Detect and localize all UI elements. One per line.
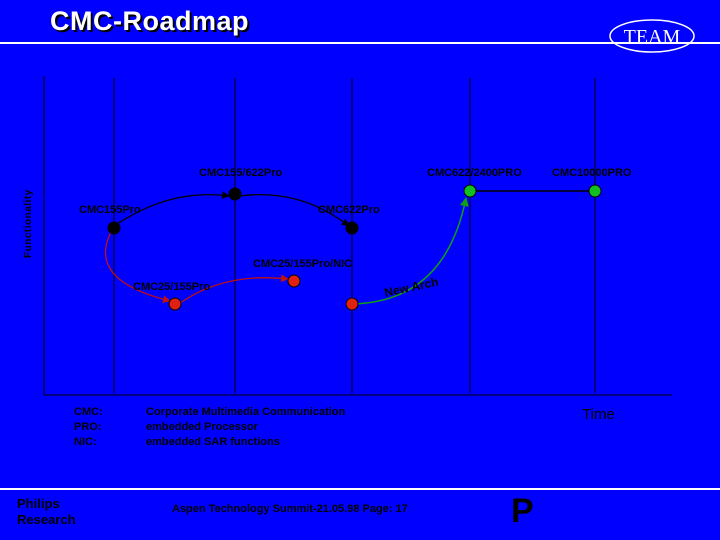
node-cmc10000pro (588, 184, 602, 198)
legend-definition: embedded SAR functions (146, 436, 280, 448)
team-logo: TEAM (609, 19, 695, 53)
page-title: CMC-Roadmap (50, 6, 249, 36)
legend-definition: Corporate Multimedia Communication (146, 406, 346, 418)
label-cmc10000pro: CMC10000PRO (552, 167, 632, 179)
legend-term: CMC: (74, 406, 103, 418)
x-axis-label: Time (582, 406, 615, 423)
svg-text:TEAM: TEAM (624, 26, 681, 48)
label-cmc25-155pro: CMC25/155Pro (133, 281, 211, 293)
arrow-cmc155-to-cmc25 (104, 229, 171, 304)
label-cmc25-155pro-nic: CMC25/155Pro/NIC (253, 258, 353, 270)
node-new-arch-start (345, 297, 359, 311)
node-cmc155-622pro (228, 187, 242, 201)
label-cmc622-2400pro: CMC622/2400PRO (427, 167, 522, 179)
arrow-new-arch (351, 197, 469, 305)
node-cmc155pro (107, 221, 121, 235)
legend-definitions: Corporate Multimedia Communication embed… (146, 405, 345, 450)
org-line-2: Research (17, 512, 76, 527)
legend-terms: CMC: PRO: NIC: (74, 405, 103, 450)
legend-definition: embedded Processor (146, 421, 258, 433)
event-footer: Aspen Technology Summit-21.05.98 Page: 1… (172, 503, 408, 515)
label-cmc622pro: CMC622Pro (318, 204, 380, 216)
org-name: Philips Research (17, 496, 76, 528)
node-cmc622-2400pro (463, 184, 477, 198)
node-cmc25-155pro (168, 297, 182, 311)
philips-p-mark: P (511, 492, 534, 530)
arrow-cmc155-622-to-cmc622 (238, 193, 350, 227)
label-cmc155pro: CMC155Pro (79, 204, 141, 216)
arrow-cmc25-to-nic (179, 274, 289, 304)
footer-divider (0, 488, 720, 490)
node-cmc622pro (345, 221, 359, 235)
org-line-1: Philips (17, 496, 60, 511)
node-cmc25-155pro-nic (287, 274, 301, 288)
legend-term: NIC: (74, 436, 97, 448)
legend-term: PRO: (74, 421, 102, 433)
title-divider (0, 42, 720, 44)
label-cmc155-622pro: CMC155/622Pro (199, 167, 283, 179)
arrow-cmc155-to-cmc155-622 (113, 191, 230, 227)
